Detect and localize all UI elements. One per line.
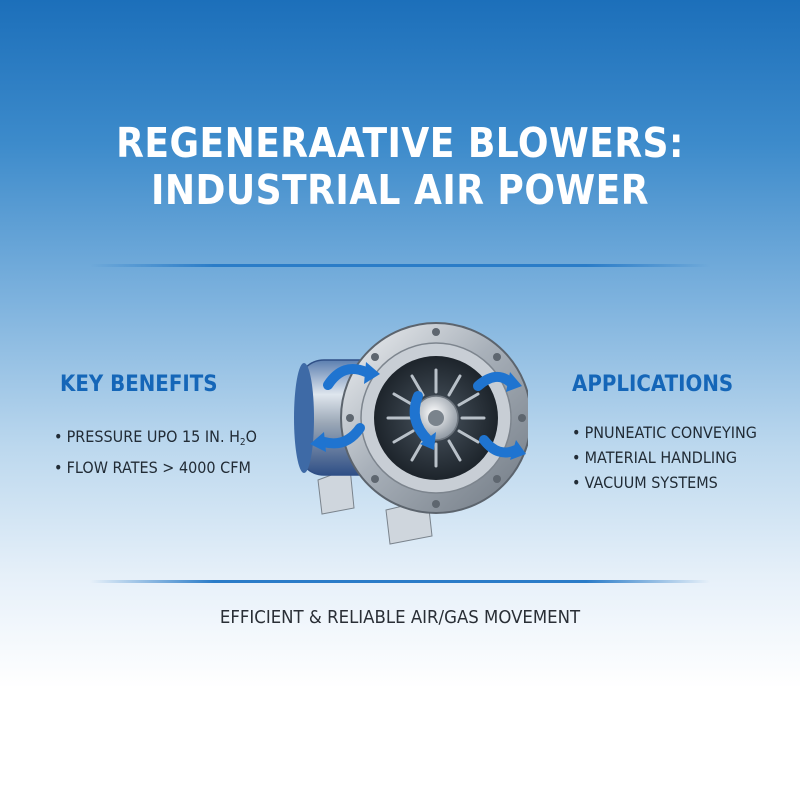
list-item: •PRESSURE UPO 15 IN. H2O	[54, 424, 257, 455]
title-line-2: INDUSTRIAL AIR POWER	[151, 166, 649, 214]
list-item: •PNUNEATIC CONVEYING	[572, 420, 757, 445]
impeller-blades	[386, 368, 486, 468]
applications-list: •PNUNEATIC CONVEYING •MATERIAL HANDLING …	[572, 420, 778, 495]
bullet: •	[572, 448, 581, 467]
title-line-1: REGENERAATIVE BLOWERS:	[116, 119, 684, 167]
benefit-text: FLOW RATES > 4000 CFM	[66, 458, 251, 477]
benefit-suffix: O	[245, 427, 258, 446]
airflow-arrowheads	[310, 362, 526, 460]
benefit-text: PRESSURE UPO 15 IN. H	[66, 427, 240, 446]
subscript: 2	[239, 437, 246, 448]
shaft	[428, 410, 444, 426]
motor-end-cap	[294, 363, 314, 473]
key-benefits-list: •PRESSURE UPO 15 IN. H2O •FLOW RATES > 4…	[54, 424, 280, 480]
applications-heading: APPLICATIONS	[572, 372, 734, 397]
bottom-divider	[90, 580, 710, 583]
bullet: •	[572, 423, 581, 442]
application-text: MATERIAL HANDLING	[584, 448, 738, 467]
regenerative-blower-illustration	[294, 322, 528, 545]
bullet: •	[54, 458, 63, 477]
tagline: EFFICIENT & RELIABLE AIR/GAS MOVEMENT	[219, 607, 581, 628]
application-text: VACUUM SYSTEMS	[584, 473, 718, 492]
bullet: •	[572, 473, 581, 492]
list-item: •MATERIAL HANDLING	[572, 445, 757, 470]
flange-bolts	[346, 328, 526, 508]
list-item: •VACUUM SYSTEMS	[572, 470, 757, 495]
bullet: •	[54, 427, 63, 446]
top-divider	[90, 264, 710, 267]
application-text: PNUNEATIC CONVEYING	[584, 423, 757, 442]
key-benefits-heading: KEY BENEFITS	[60, 372, 218, 397]
list-item: •FLOW RATES > 4000 CFM	[54, 455, 257, 480]
